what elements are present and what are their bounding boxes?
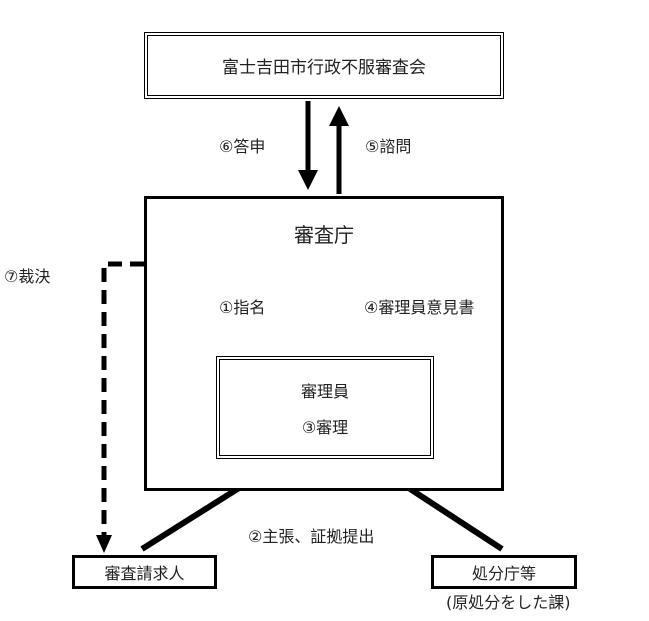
label-consult: ⑤諮問 bbox=[365, 137, 412, 156]
claimant-box: 審査請求人 bbox=[72, 555, 217, 589]
disposal-agency-box: 処分庁等 bbox=[431, 555, 577, 589]
disposal-agency-label: 処分庁等 bbox=[471, 564, 536, 583]
arrow-ruling-dashed bbox=[101, 261, 144, 535]
label-claims: ②主張、証拠提出 bbox=[248, 527, 375, 546]
label-report: ⑥答申 bbox=[219, 137, 266, 156]
arrow-ruling-head bbox=[96, 535, 112, 553]
council-box: 富士吉田市行政不服審査会 bbox=[144, 32, 504, 99]
examiner-box: 審理員 ③審理 bbox=[216, 356, 434, 459]
claimant-label: 審査請求人 bbox=[104, 564, 185, 583]
label-opinion: ④審理員意見書 bbox=[364, 298, 475, 317]
council-label: 富士吉田市行政不服審査会 bbox=[222, 58, 426, 78]
label-ruling: ⑦裁決 bbox=[4, 267, 51, 286]
examiner-label: 審理員 bbox=[300, 381, 349, 401]
disposal-note: (原処分をした課) bbox=[446, 593, 571, 612]
agency-label: 審査庁 bbox=[294, 223, 354, 247]
examination-label: ③審理 bbox=[301, 417, 349, 437]
label-designate: ①指名 bbox=[219, 298, 266, 317]
